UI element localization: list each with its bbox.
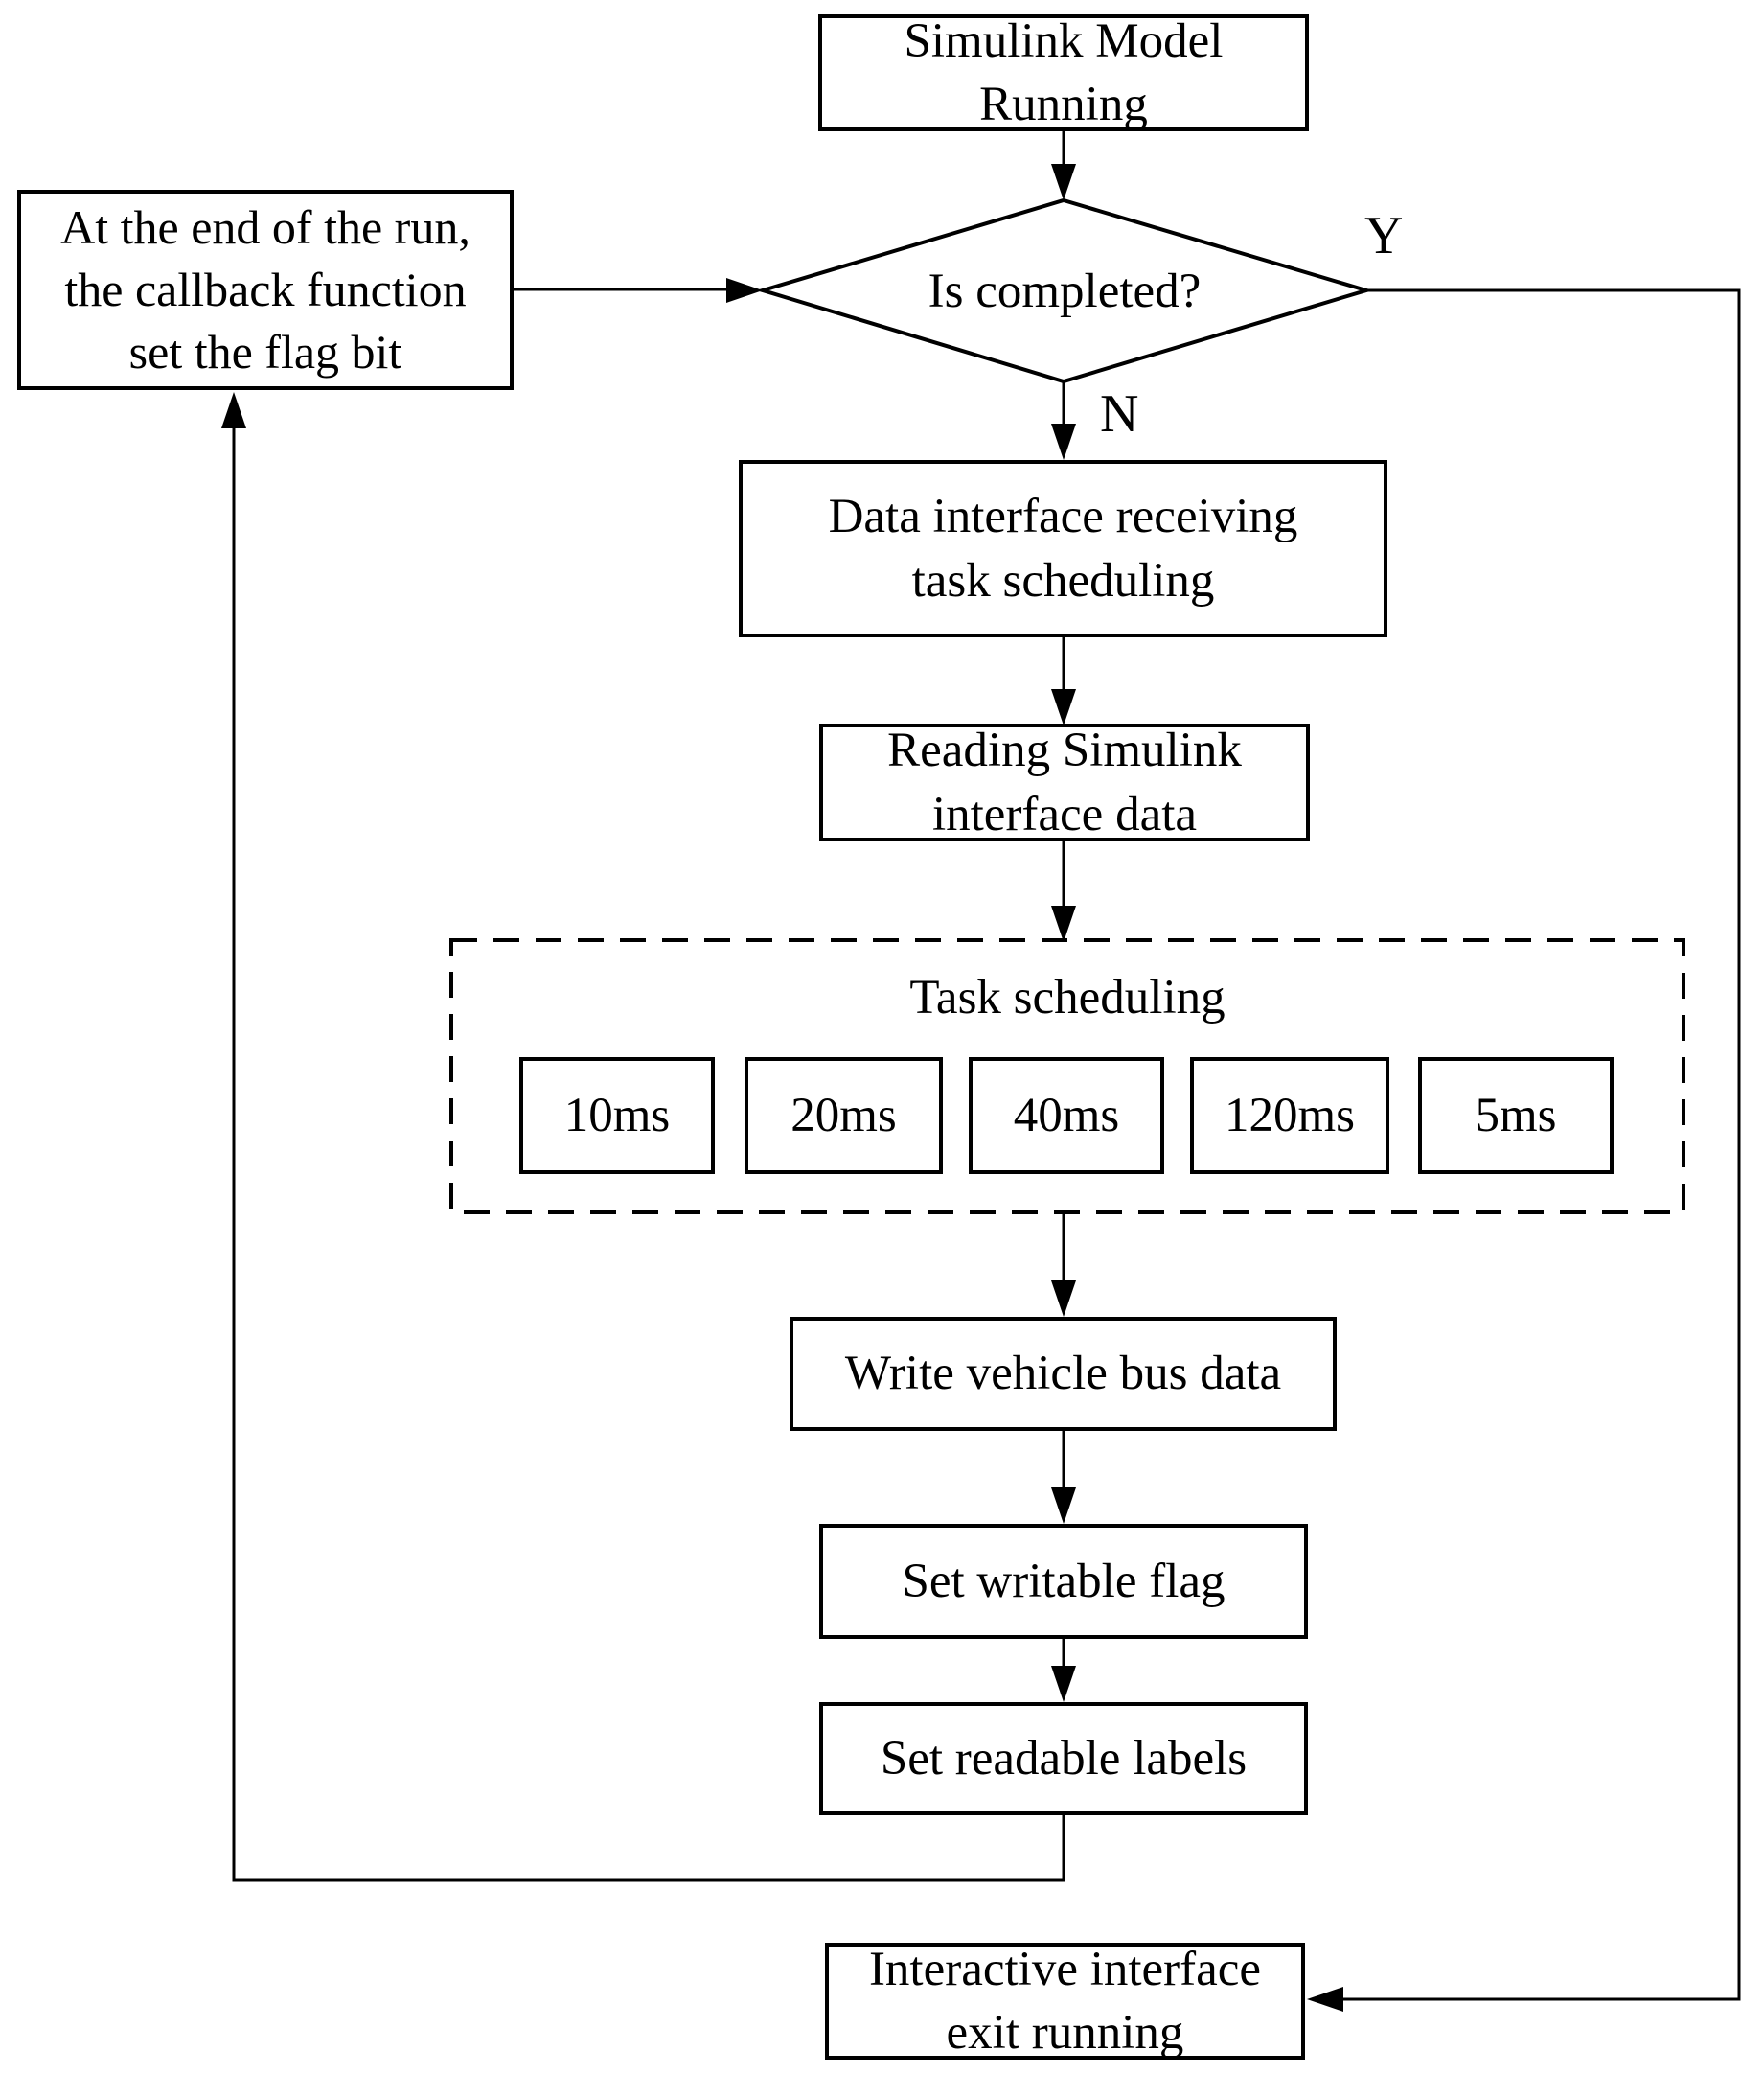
arrowhead-into-taskgroup xyxy=(1051,906,1076,942)
task-box-5ms: 5ms xyxy=(1418,1057,1614,1174)
arrowhead-into-exit xyxy=(1307,1987,1343,2012)
node-reading-simulink: Reading Simulink interface data xyxy=(819,724,1310,841)
arrowhead-into-callback xyxy=(221,392,246,428)
node-text-line: 5ms xyxy=(1475,1088,1557,1142)
arrowhead-into-reading xyxy=(1051,689,1076,726)
node-text-line: Reading Simulink xyxy=(887,724,1242,778)
task-box-120ms: 120ms xyxy=(1190,1057,1389,1174)
node-text-line: 40ms xyxy=(1013,1088,1120,1142)
node-write-vehicle-bus: Write vehicle bus data xyxy=(790,1317,1337,1431)
node-text-line: 10ms xyxy=(563,1088,671,1142)
node-text-line: task scheduling xyxy=(911,553,1215,608)
task-box-10ms: 10ms xyxy=(519,1057,715,1174)
task-box-40ms: 40ms xyxy=(969,1057,1164,1174)
task-group-title: Task scheduling xyxy=(909,971,1226,1025)
node-text-line: Write vehicle bus data xyxy=(844,1347,1282,1401)
node-text-line: Set writable flag xyxy=(902,1554,1226,1608)
task-group-dashed-border xyxy=(449,938,1685,1214)
node-data-interface-receiving: Data interface receiving task scheduling xyxy=(739,460,1387,637)
node-text-line: Simulink Model xyxy=(904,13,1224,68)
edge-decision-yes xyxy=(1341,288,1741,2001)
node-text-line: interface data xyxy=(931,787,1198,841)
arrowhead-into-datainterface xyxy=(1051,424,1076,460)
node-interactive-exit: Interactive interface exit running xyxy=(825,1943,1305,2060)
node-set-readable-labels: Set readable labels xyxy=(819,1702,1308,1815)
arrowhead-into-decision-top xyxy=(1051,164,1076,200)
edge-label-no: N xyxy=(1100,384,1139,444)
node-text-line: exit running xyxy=(946,2006,1184,2060)
node-text-line: Interactive interface xyxy=(868,1942,1262,1996)
node-text-line: set the flag bit xyxy=(128,325,402,379)
node-text-line: Running xyxy=(979,78,1148,131)
node-text-line: 20ms xyxy=(790,1088,897,1142)
arrowhead-into-readable xyxy=(1051,1666,1076,1702)
decision-diamond-shape xyxy=(756,197,1373,384)
arrowhead-into-writable xyxy=(1051,1487,1076,1524)
node-callback-flag-note: At the end of the run, the callback func… xyxy=(17,190,514,390)
node-text-line: Data interface receiving xyxy=(828,490,1298,544)
node-text-line: 120ms xyxy=(1224,1088,1356,1142)
decision-is-completed: Is completed? xyxy=(763,200,1366,381)
arrowhead-into-write xyxy=(1051,1280,1076,1317)
task-box-20ms: 20ms xyxy=(745,1057,943,1174)
edge-label-yes: Y xyxy=(1364,206,1404,265)
node-simulink-model-running: Simulink Model Running xyxy=(818,14,1309,131)
node-text-line: Is completed? xyxy=(928,264,1202,318)
arrowhead-into-decision-left xyxy=(726,278,763,303)
node-text-line: Set readable labels xyxy=(880,1731,1248,1786)
node-text-line: the callback function xyxy=(64,263,467,316)
node-set-writable-flag: Set writable flag xyxy=(819,1524,1308,1639)
edge-feedback-loop xyxy=(232,426,1065,1882)
node-text-line: At the end of the run, xyxy=(60,200,470,254)
